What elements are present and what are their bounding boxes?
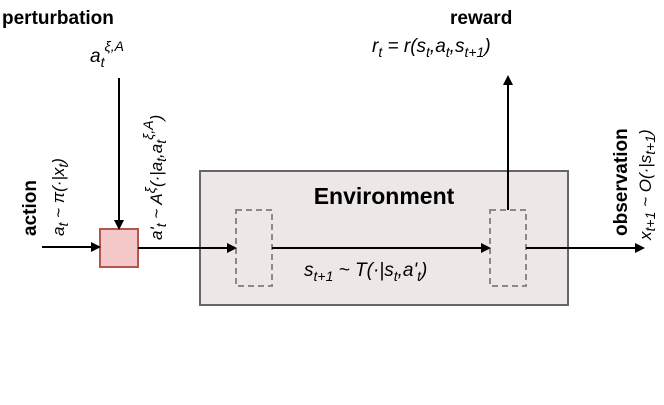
- environment-title: Environment: [314, 183, 455, 209]
- perturbation-node: [99, 228, 139, 268]
- action-formula: at ~ π(·|xt): [49, 158, 71, 236]
- environment-box: [199, 170, 569, 306]
- reward-formula: rt = r(st,at,st+1): [372, 36, 491, 60]
- observation-title: observation: [611, 128, 632, 236]
- observation-formula: xt+1 ~ O(·|st+1): [636, 129, 658, 241]
- perturbed-action-formula: a't ~ Aξ(·|at,atξ,A): [140, 115, 169, 240]
- action-title: action: [20, 180, 41, 236]
- reward-title: reward: [450, 8, 512, 29]
- perturbation-title: perturbation: [2, 8, 114, 29]
- perturbation-formula: atξ,A: [90, 38, 124, 70]
- transition-formula: st+1 ~ T(·|st,a't): [304, 260, 427, 284]
